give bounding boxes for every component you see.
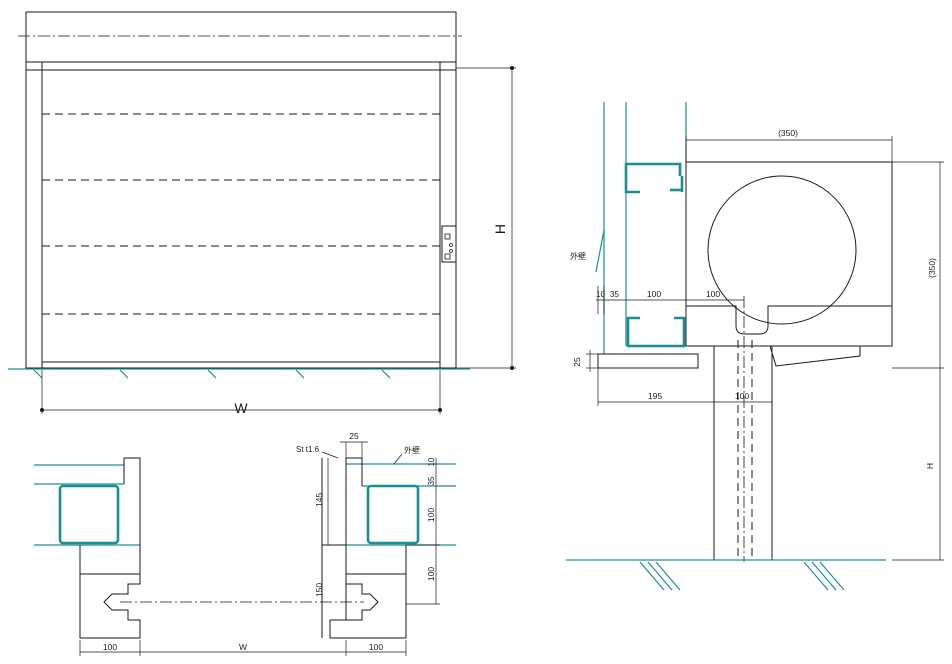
roll-drum [707,175,857,325]
upper-channel [624,162,684,194]
side-section: 外壁 (350) ( [566,102,944,591]
section-dim-100-b: 100 [706,289,720,299]
control-switch-box [441,225,457,263]
section-shutter-box [685,161,893,347]
plan-dim-width: W [239,642,247,652]
material-leader [321,451,339,459]
section-right-height: (350) [927,258,937,278]
plan-dim-left-100: 100 [103,642,117,652]
plan-dim-100-side: 100 [426,508,436,522]
switch-button-icon [444,253,451,260]
section-dim-35: 35 [610,290,619,299]
left-rail-outline [79,457,141,575]
plan-wall-label: 外壁 [404,445,420,455]
floor-hatch [33,369,391,379]
plan-dim-right-100: 100 [369,642,383,652]
left-rail-channel [79,574,141,639]
plan-dim-150: 150 [314,583,324,597]
plan-dim-145: 145 [314,493,324,507]
section-height: H [925,463,935,469]
right-guide-rail [439,61,457,369]
front-width-label: W [234,400,248,416]
right-rail-channel [346,583,379,621]
plan-view: 25 St t1.6 外壁 35 10 145 100 100 150 100 … [34,431,456,656]
wall-leader [393,453,403,465]
sill-plate [597,353,699,369]
shutter-box [25,11,457,63]
switch-button-icon [444,233,451,240]
section-dim-100-c: 100 [735,391,749,401]
bottom-bar [41,361,441,369]
right-rail-lip [346,457,363,486]
section-wall-label: 外壁 [570,251,586,261]
section-dim-100-a: 100 [647,289,661,299]
section-dim-10: 10 [596,290,605,299]
bottom-bracket [769,345,861,367]
plan-dim-35: 35 [427,476,436,485]
section-floor-hatch [639,561,845,591]
wall-leader [595,229,605,273]
right-rail-outline [329,458,407,639]
section-top-width: (350) [778,128,798,138]
indicator-icon [449,249,453,253]
right-post-section [366,484,420,545]
plan-lip-dim: 25 [349,431,359,441]
lower-channel [626,316,686,348]
section-dim-25: 25 [572,357,582,367]
section-dim-195: 195 [648,391,662,401]
plan-material-label: St t1.6 [296,445,320,454]
front-elevation: W H [8,11,516,416]
box-bottom-slot [686,305,892,335]
plan-dim-10: 10 [427,457,436,466]
indicator-icon [449,243,453,247]
left-guide-rail [25,61,43,369]
left-post-section [58,484,120,545]
plan-dim-100-lower: 100 [426,567,436,581]
front-height-label: H [492,224,508,234]
